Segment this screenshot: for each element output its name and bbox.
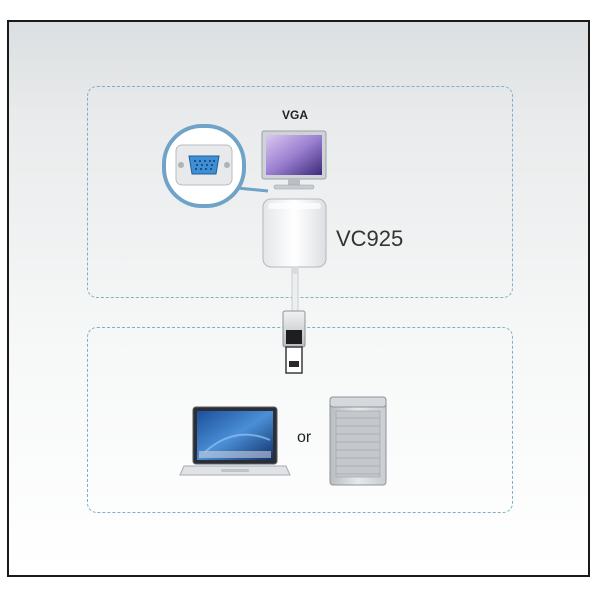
tower-computer-icon	[329, 396, 387, 486]
laptop-icon	[179, 406, 291, 476]
source-separator-text: or	[297, 429, 312, 446]
diagram-frame	[7, 20, 590, 577]
vga-monitor-icon	[261, 130, 327, 190]
display-type-label: VGA	[281, 108, 308, 122]
vga-port-callout	[162, 124, 269, 208]
adapter-model-label: VC925	[336, 226, 404, 251]
displayport-plug-icon	[282, 310, 306, 374]
display-zone	[87, 86, 513, 298]
adapter-cable-icon	[291, 266, 299, 314]
adapter-box-icon	[262, 198, 327, 268]
